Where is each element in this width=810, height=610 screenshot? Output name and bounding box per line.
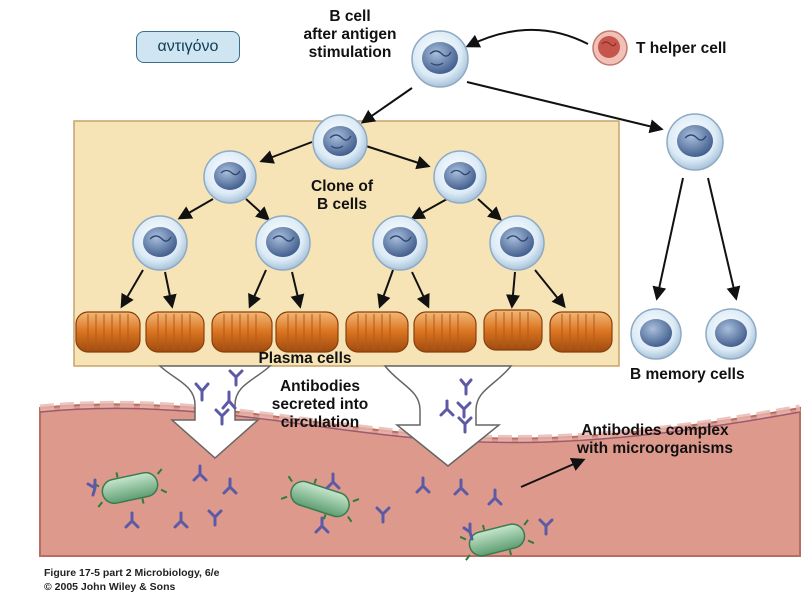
antibody <box>325 472 341 490</box>
antibody <box>222 477 238 495</box>
b-memory-cell <box>705 308 757 360</box>
microorganism <box>459 519 535 561</box>
b-memory-cell <box>630 308 682 360</box>
antibody <box>459 378 473 396</box>
b-cell-clone <box>489 215 545 271</box>
plasma-cell <box>549 311 613 353</box>
antibody <box>124 511 140 529</box>
plasma-cell <box>211 311 273 353</box>
label-antibodies-secreted: Antibodies secreted into circulation <box>271 378 369 431</box>
antibody <box>207 509 223 527</box>
antibody <box>314 516 330 534</box>
b-cell-clone <box>255 215 311 271</box>
plasma-cell <box>75 311 141 353</box>
antibody <box>456 401 472 419</box>
b-cell-clone <box>433 150 487 204</box>
label-antibodies-complex: Antibodies complex with microorganisms <box>577 422 733 457</box>
label-b-cell-stimulated: B cell after antigen stimulation <box>303 8 397 61</box>
plasma-cell <box>483 309 543 351</box>
antibody <box>194 382 210 402</box>
antibody <box>462 522 474 541</box>
microorganism <box>280 475 360 523</box>
antibody <box>453 478 469 496</box>
b-cell-memory-precursor <box>666 113 724 171</box>
antibody <box>173 511 189 529</box>
antibody <box>487 488 503 506</box>
label-t-helper: T helper cell <box>636 40 727 57</box>
figure-credit-line1: Figure 17-5 part 2 Microbiology, 6/e <box>44 567 220 579</box>
antibody <box>457 416 473 434</box>
antibody <box>415 476 431 494</box>
figure-credit-line2: © 2005 John Wiley & Sons <box>44 581 176 593</box>
b-cell-clone-parent <box>312 114 368 170</box>
plasma-cell <box>345 311 409 353</box>
t-helper-cell <box>592 30 628 66</box>
b-cell-clone <box>372 215 428 271</box>
arrows <box>120 28 741 488</box>
antibody <box>375 506 391 524</box>
label-memory-cells: B memory cells <box>630 366 745 383</box>
antibody <box>192 464 208 482</box>
b-cell-clone <box>203 150 257 204</box>
plasma-cell <box>275 311 339 353</box>
label-plasma-cells: Plasma cells <box>258 350 352 367</box>
antibody <box>228 369 244 387</box>
antibody <box>439 399 455 417</box>
secretion-arrow-right <box>383 365 513 467</box>
antibodies <box>86 369 554 541</box>
b-cell-stimulated <box>411 30 469 88</box>
plasma-cell <box>145 311 205 353</box>
plasma-cell <box>413 311 477 353</box>
plasma-cells <box>75 309 613 353</box>
antigen-tag: αντιγόνο <box>136 31 240 63</box>
label-clone: Clone of B cells <box>311 178 373 213</box>
b-cell-clone <box>132 215 188 271</box>
antibody <box>221 390 237 410</box>
antibody <box>86 478 97 497</box>
secretion-arrow-left <box>158 365 272 460</box>
antibody <box>214 408 230 426</box>
antibody <box>538 518 554 536</box>
